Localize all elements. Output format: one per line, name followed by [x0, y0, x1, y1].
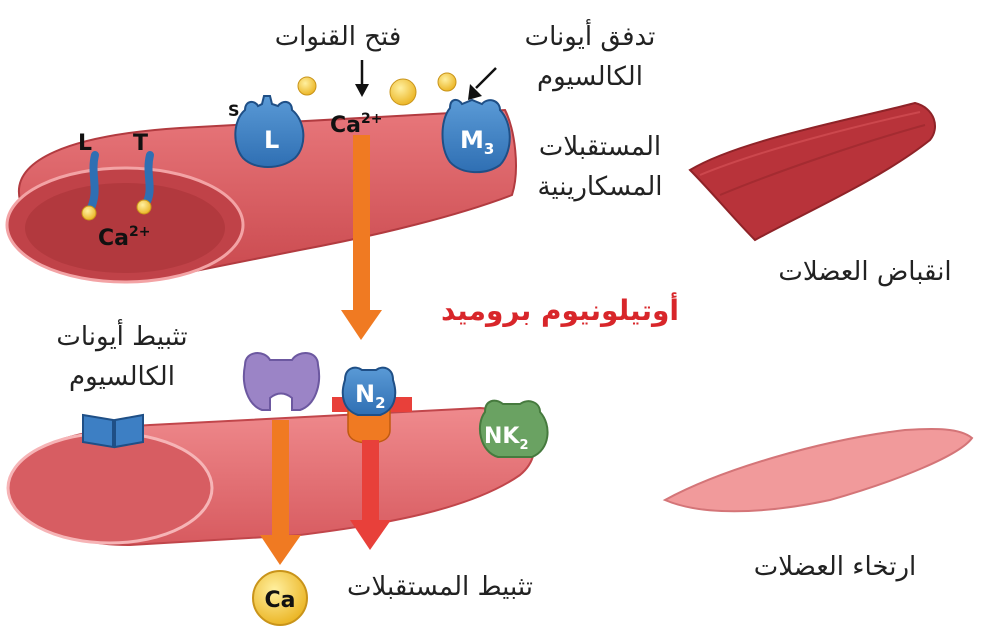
label-S: S — [228, 101, 240, 120]
contracted-muscle-cell — [5, 108, 517, 284]
receptor-M3-icon: M3 — [441, 98, 511, 174]
label-receptor-block: تثبيط المستقبلات — [347, 572, 533, 602]
label-muscarinic-1: المستقبلات — [539, 132, 661, 162]
pointer-arrows — [355, 60, 497, 100]
label-NK2: NK2 — [484, 424, 529, 453]
relaxed-muscle-icon — [662, 427, 974, 513]
calcium-ion-bottom: Ca — [252, 570, 308, 626]
label-N2: N2 — [355, 380, 386, 412]
label-ca-circle: Ca — [265, 588, 296, 613]
label-calcium-influx-2: الكالسيوم — [537, 62, 643, 92]
receptor-N2-icon: N2 — [332, 366, 412, 444]
label-M3: M3 — [460, 126, 494, 158]
label-muscarinic-2: المسكارينية — [537, 172, 662, 202]
channel-L-icon: S L — [228, 95, 305, 168]
calcium-dot-L — [81, 205, 97, 221]
label-muscle-relaxation: ارتخاء العضلات — [754, 552, 916, 582]
label-L-channel: L — [264, 126, 279, 154]
label-channel-opening: فتح القنوات — [275, 22, 402, 52]
orange-arrow-main — [341, 135, 382, 340]
lt-channels: L T Ca2+ — [78, 131, 154, 251]
receptor-NK2-icon: NK2 — [478, 399, 549, 458]
label-drug-name: أوتيلونيوم بروميد — [441, 292, 679, 327]
calcium-ions-top — [297, 72, 457, 106]
label-calcium-block-2: الكالسيوم — [69, 362, 175, 392]
purple-channel-icon — [243, 352, 320, 411]
label-calcium-block-1: تثبيط أيونات — [56, 318, 187, 352]
label-calcium-influx-1: تدفق أيونات — [525, 18, 656, 52]
label-T-upper: T — [133, 131, 148, 156]
label-L-upper: L — [78, 131, 92, 156]
red-arrow-receptor — [350, 440, 391, 550]
calcium-block-icon — [82, 413, 144, 449]
calcium-dot-T — [136, 199, 152, 215]
cell-cross-section-bottom — [6, 431, 214, 545]
label-muscle-contraction: انقباض العضلات — [778, 257, 951, 287]
contracted-muscle-icon — [688, 101, 936, 242]
label-ca-top: Ca2+ — [330, 111, 382, 138]
label-ca-inside: Ca2+ — [98, 224, 150, 251]
orange-arrow-ca — [260, 420, 301, 565]
